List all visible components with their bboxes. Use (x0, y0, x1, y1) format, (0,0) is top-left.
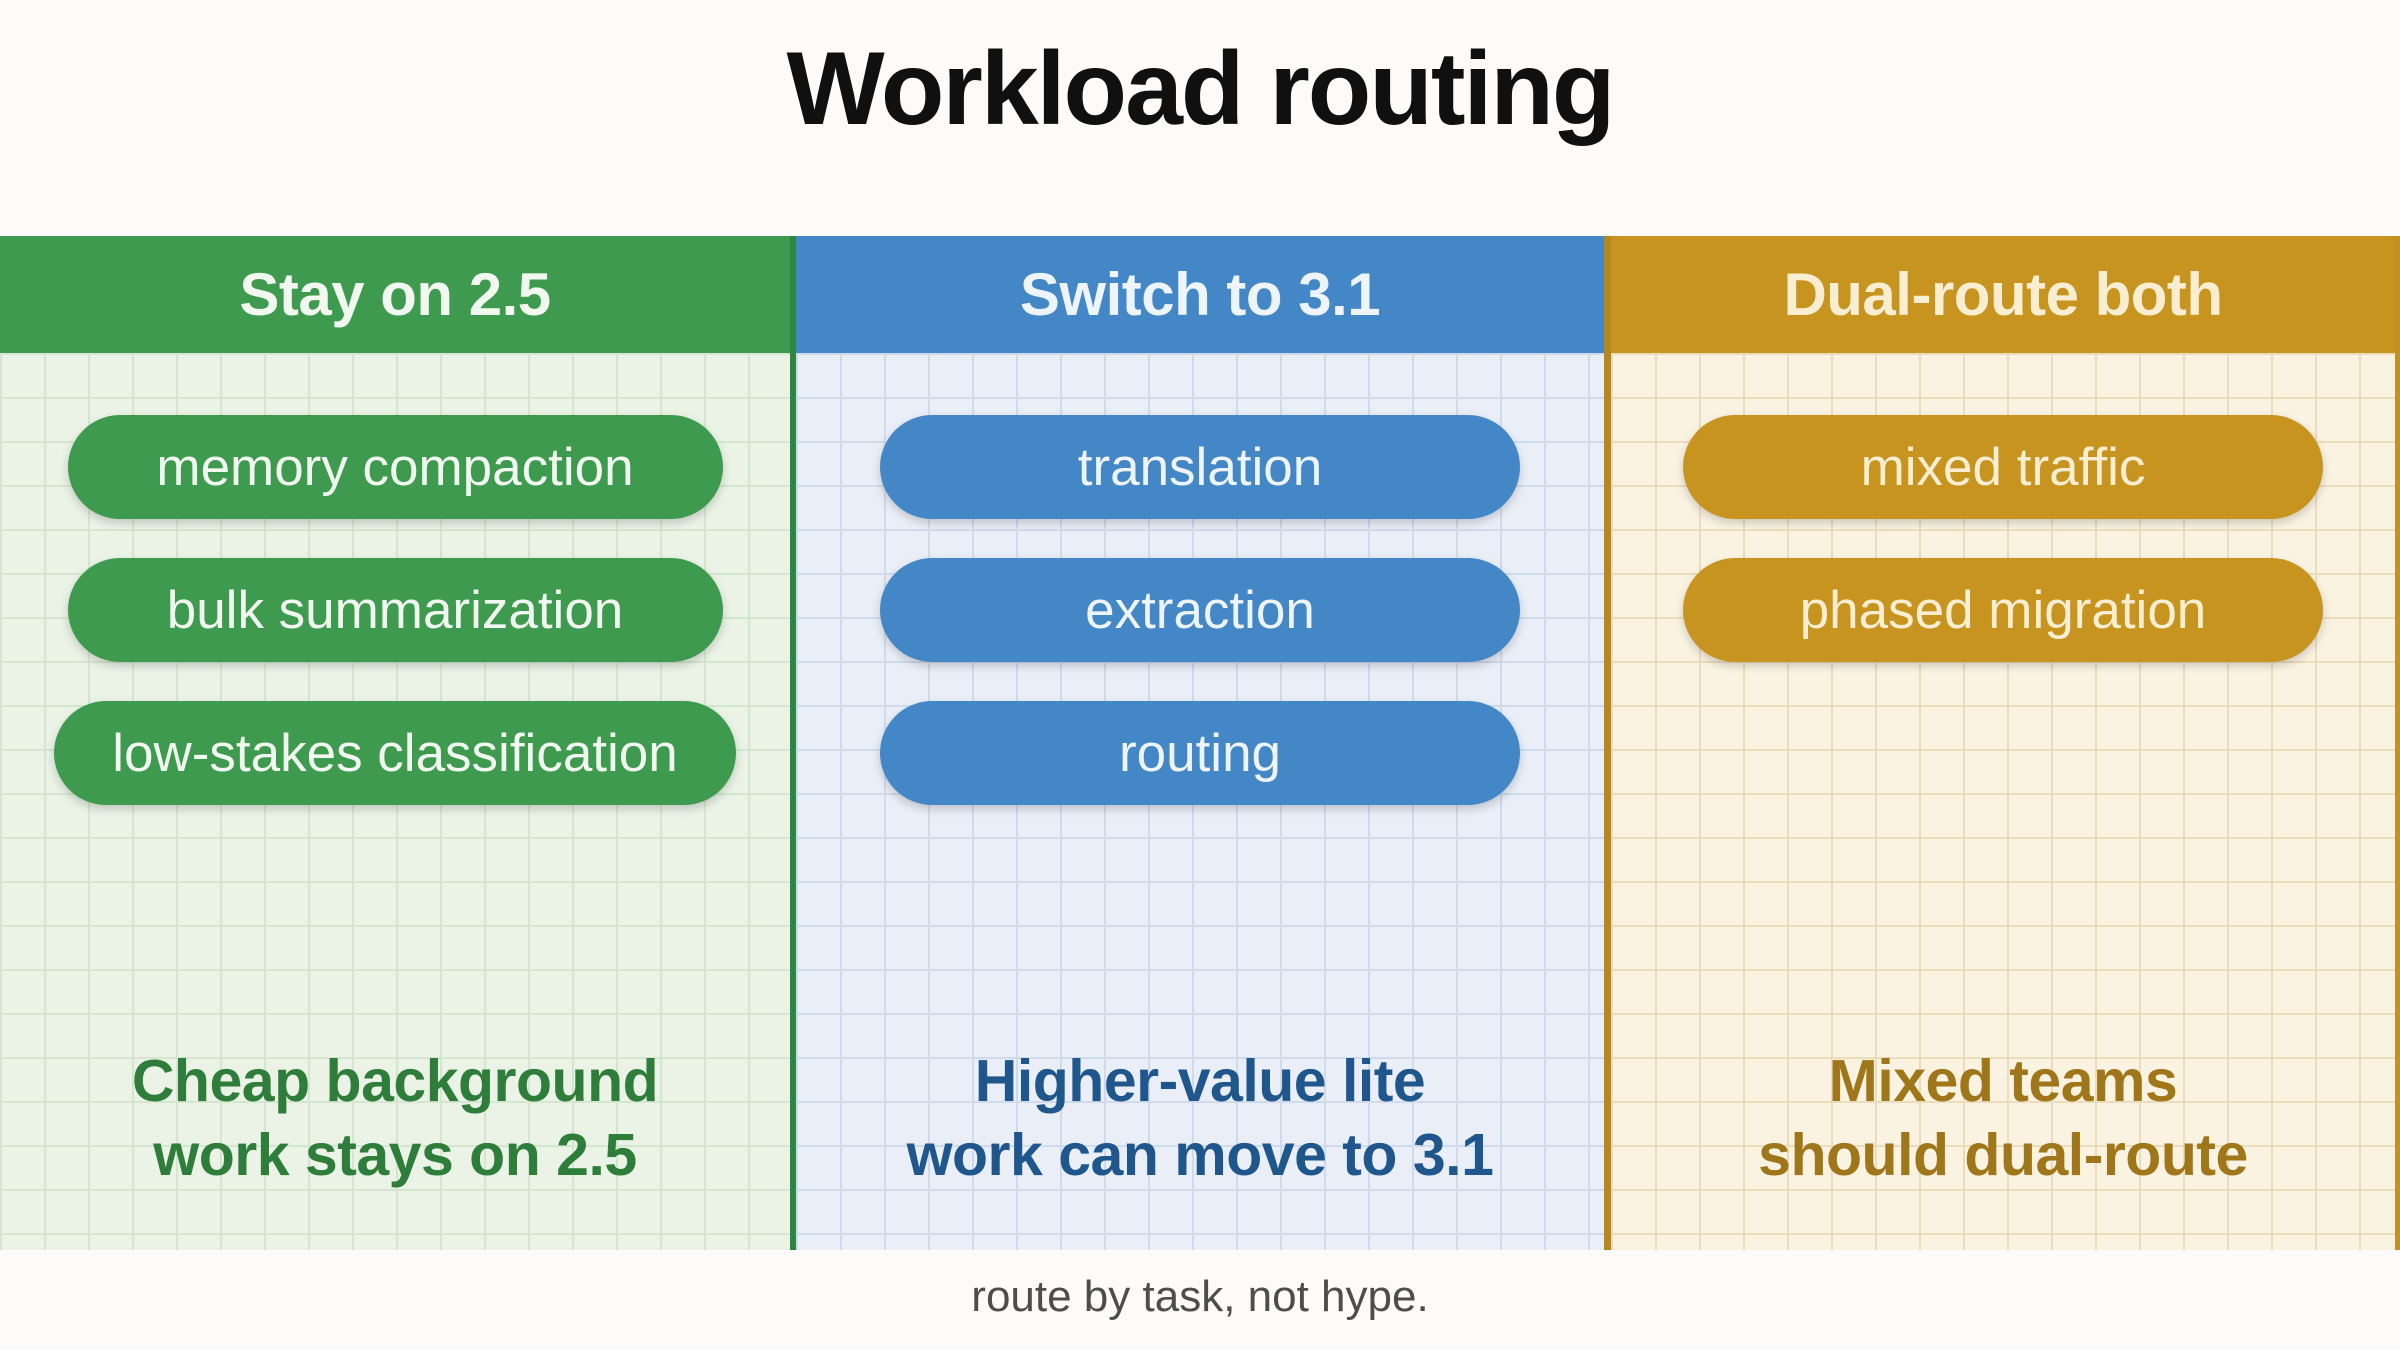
footer-note-dual-line2: should dual-route (1758, 1122, 2248, 1188)
footer-note-switch: Higher-value lite work can move to 3.1 (796, 1044, 1604, 1192)
pill-low-stakes-classification: low-stakes classification (54, 701, 736, 805)
bottom-caption: route by task, not hype. (971, 1272, 1429, 1321)
pill-memory-compaction: memory compaction (67, 415, 723, 519)
footer-note-dual: Mixed teams should dual-route (1611, 1044, 2395, 1192)
pill-mixed-traffic: mixed traffic (1683, 415, 2323, 519)
page-title: Workload routing (786, 31, 1616, 147)
column-header-dual: Dual-route both (1611, 236, 2395, 353)
column-dual-route-both: Dual-route both mixed traffic phased mig… (1604, 236, 2400, 1250)
pill-stack-switch: translation extraction routing (796, 415, 1604, 805)
footer-note-switch-line2: work can move to 3.1 (906, 1122, 1494, 1188)
footer-note-stay: Cheap background work stays on 2.5 (0, 1044, 790, 1192)
column-switch-to-3-1: Switch to 3.1 translation extraction rou… (790, 236, 1604, 1250)
column-header-switch: Switch to 3.1 (796, 236, 1604, 353)
pill-bulk-summarization: bulk summarization (67, 558, 723, 662)
footer-note-stay-line1: Cheap background (131, 1048, 659, 1114)
pill-routing: routing (880, 701, 1520, 805)
routing-board: Stay on 2.5 memory compaction bulk summa… (0, 236, 2400, 1250)
footer-note-switch-line1: Higher-value lite (974, 1048, 1426, 1114)
footer-note-dual-line1: Mixed teams (1828, 1048, 2178, 1114)
pill-stack-stay: memory compaction bulk summarization low… (0, 415, 790, 805)
pill-translation: translation (880, 415, 1520, 519)
column-panel-switch: translation extraction routing Higher-va… (796, 353, 1604, 1250)
column-stay-on-2-5: Stay on 2.5 memory compaction bulk summa… (0, 236, 790, 1250)
pill-extraction: extraction (880, 558, 1520, 662)
pill-phased-migration: phased migration (1683, 558, 2323, 662)
footer-note-stay-line2: work stays on 2.5 (153, 1122, 637, 1188)
pill-stack-dual: mixed traffic phased migration (1611, 415, 2395, 662)
column-panel-stay: memory compaction bulk summarization low… (0, 353, 790, 1250)
column-header-stay: Stay on 2.5 (0, 236, 790, 353)
column-panel-dual: mixed traffic phased migration Mixed tea… (1611, 353, 2395, 1250)
